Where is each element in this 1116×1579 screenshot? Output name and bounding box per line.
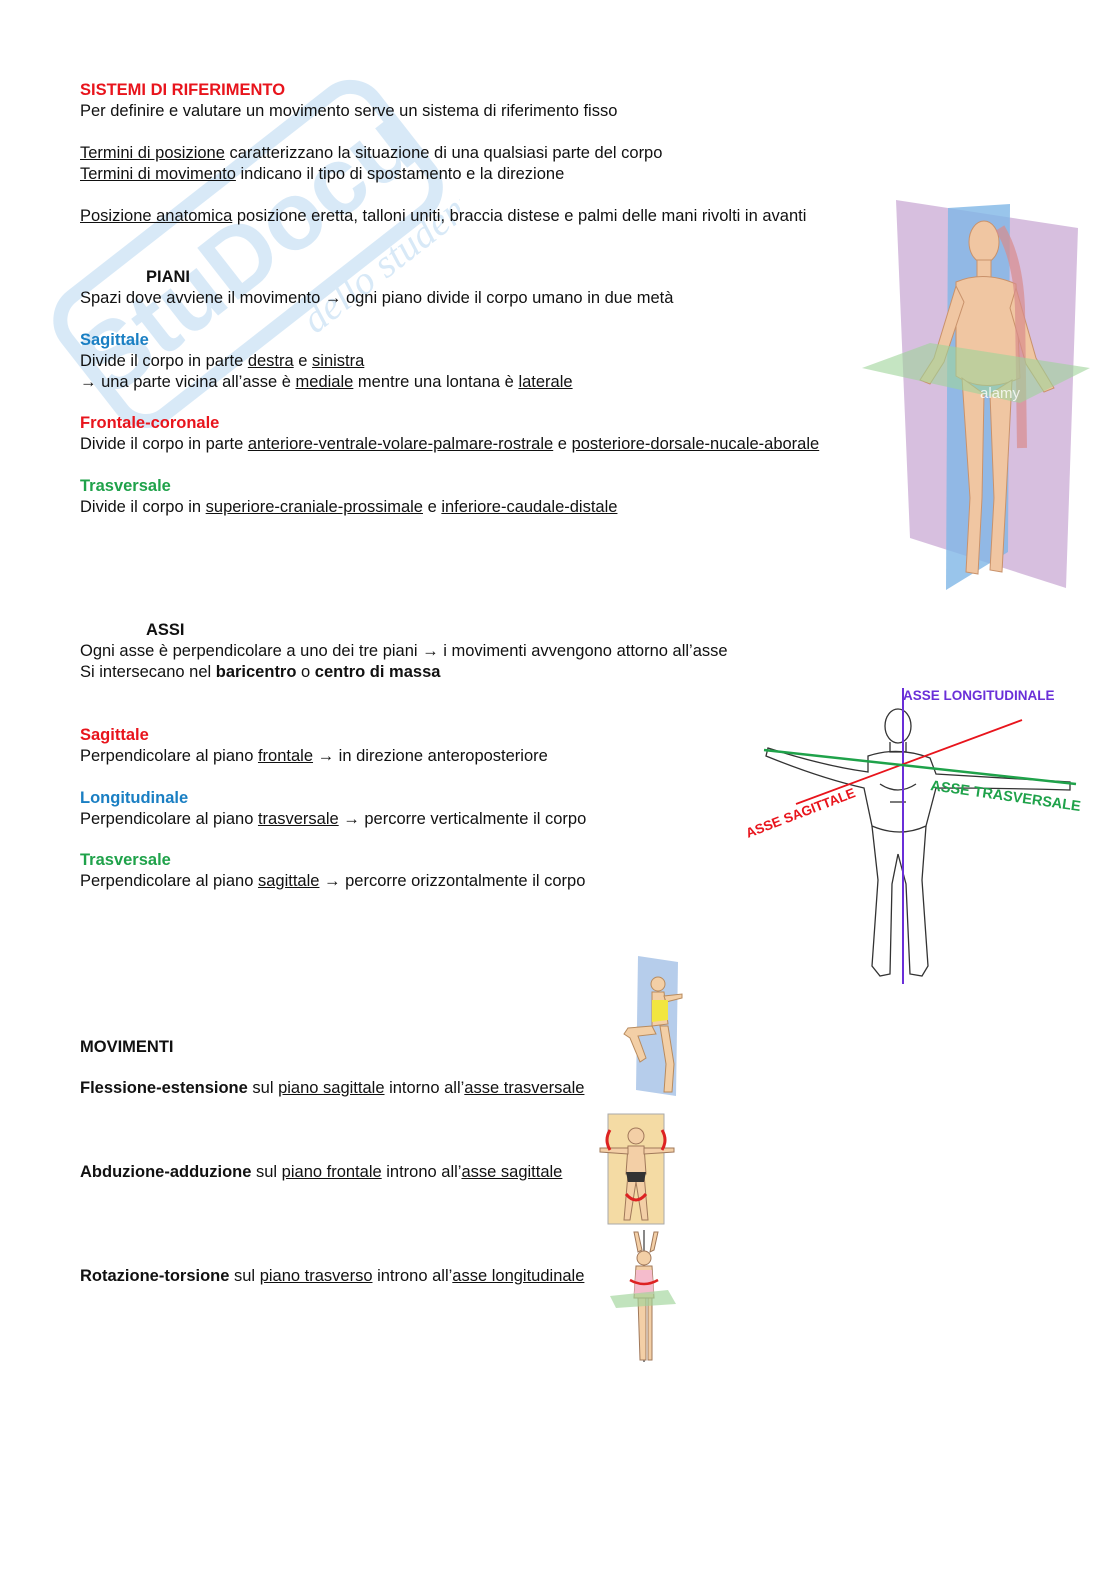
axes-line1: Ogni asse è perpendicolare a uno dei tre… xyxy=(80,642,728,660)
body-axes-figure: ASSE LONGITUDINALE ASSE SAGITTALE ASSE T… xyxy=(744,688,1082,984)
abduction-adduction-line: Abduzione-adduzione sul piano frontale i… xyxy=(80,1163,563,1181)
sagittal-axis-label: Sagittale xyxy=(80,726,149,744)
position-term: Termini di posizione xyxy=(80,144,225,162)
longitudinal-axis-label: Longitudinale xyxy=(80,789,189,807)
anatomical-term: Posizione anatomica xyxy=(80,207,233,225)
flexion-extension-figure xyxy=(623,956,683,1096)
frontal-plane-line: Divide il corpo in parte anteriore-ventr… xyxy=(80,435,820,453)
transverse-axis-label: Trasversale xyxy=(80,851,171,869)
planes-description: Spazi dove avviene il movimento → ogni p… xyxy=(80,289,674,307)
movement-terms-line: Termini di movimento indicano il tipo di… xyxy=(80,165,565,183)
anatomical-planes-figure: alamy xyxy=(862,200,1090,590)
svg-text:ASSE TRASVERSALE: ASSE TRASVERSALE xyxy=(929,778,1082,815)
section-title: SISTEMI DI RIFERIMENTO xyxy=(80,81,286,99)
intro-line: Per definire e valutare un movimento ser… xyxy=(80,102,618,120)
sagittal-axis-line: Perpendicolare al piano frontale → in di… xyxy=(80,747,548,765)
planes-heading: PIANI xyxy=(146,268,191,286)
svg-text:alamy: alamy xyxy=(980,385,1021,402)
frontal-plane-label: Frontale-coronale xyxy=(80,414,220,432)
movement-term: Termini di movimento xyxy=(80,165,236,183)
flexion-extension-line: Flessione-estensione sul piano sagittale… xyxy=(80,1079,585,1097)
transverse-plane-label: Trasversale xyxy=(80,477,171,495)
transverse-axis-line: Perpendicolare al piano sagittale → perc… xyxy=(80,872,586,890)
sagittal-plane-line2: → una parte vicina all’asse è mediale me… xyxy=(80,373,573,391)
position-terms-line: Termini di posizione caratterizzano la s… xyxy=(80,144,663,162)
abduction-adduction-figure xyxy=(599,1113,675,1225)
sagittal-plane-line1: Divide il corpo in parte destra e sinist… xyxy=(80,352,365,370)
rotation-torsion-line: Rotazione-torsione sul piano trasverso i… xyxy=(80,1267,585,1285)
rotation-torsion-figure xyxy=(610,1230,676,1362)
anatomical-position-line: Posizione anatomica posizione eretta, ta… xyxy=(80,207,807,225)
axes-line2: Si intersecano nel baricentro o centro d… xyxy=(80,663,441,681)
movements-heading: MOVIMENTI xyxy=(80,1038,174,1056)
longitudinal-axis-line: Perpendicolare al piano trasversale → pe… xyxy=(80,810,587,828)
svg-text:ASSE SAGITTALE: ASSE SAGITTALE xyxy=(744,785,858,841)
sagittal-plane-label: Sagittale xyxy=(80,331,149,349)
svg-text:ASSE LONGITUDINALE: ASSE LONGITUDINALE xyxy=(903,688,1055,703)
svg-text:dello studente: dello studente xyxy=(293,169,460,342)
axes-heading: ASSI xyxy=(146,621,185,639)
transverse-plane-line: Divide il corpo in superiore-craniale-pr… xyxy=(80,498,618,516)
